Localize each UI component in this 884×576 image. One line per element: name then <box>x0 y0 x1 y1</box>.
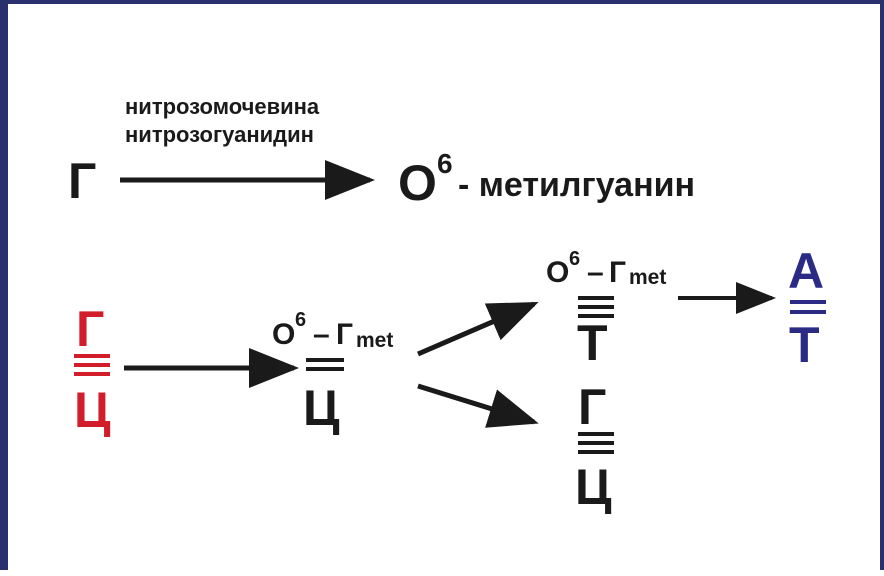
normal-bond-3 <box>578 450 614 454</box>
methylated-bond-1 <box>306 358 344 362</box>
mispaired-bond-1 <box>578 296 614 300</box>
methylated-bond-2 <box>306 367 344 371</box>
reactant-guanine: Г <box>68 153 97 209</box>
product-o: O <box>398 155 437 211</box>
methylated-sup: 6 <box>295 309 307 331</box>
reagent-label-2: нитрозогуанидин <box>125 122 314 147</box>
arrow-to-mispaired <box>417 301 539 357</box>
normal-bond-1 <box>578 432 614 436</box>
reagent-label-1: нитрозомочевина <box>125 94 320 119</box>
mispaired-o: O <box>546 256 570 289</box>
mispaired-dash: – <box>587 256 604 289</box>
mutant-top: А <box>788 243 825 299</box>
mispaired-g: Г <box>609 256 627 289</box>
pair-initial-bond-2 <box>74 363 110 367</box>
mispaired-sup: 6 <box>569 248 581 270</box>
methylated-o: O <box>272 318 296 351</box>
product-superscript-6: 6 <box>437 148 453 179</box>
normal-top: Г <box>578 379 607 435</box>
pair-initial-top: Г <box>76 301 105 357</box>
arrow-to-normal <box>417 383 539 428</box>
mispaired-bond-3 <box>578 314 614 318</box>
product-name: - метилгуанин <box>458 166 696 204</box>
normal-bottom: Ц <box>575 459 612 515</box>
mispaired-bond-2 <box>578 305 614 309</box>
pair-initial-bottom: Ц <box>74 382 111 438</box>
mutant-bottom: Т <box>789 317 820 373</box>
pair-initial-bond-3 <box>74 372 110 376</box>
mutant-bond-2 <box>790 310 826 314</box>
mutant-bond-1 <box>790 300 826 304</box>
mispaired-sub: met <box>629 266 667 289</box>
methylated-dash: – <box>313 318 330 351</box>
pair-initial-bond-1 <box>74 354 110 358</box>
methylated-g: Г <box>336 318 354 351</box>
mispaired-bottom: Т <box>577 315 608 371</box>
methylated-bottom: Ц <box>303 380 340 436</box>
normal-bond-2 <box>578 441 614 445</box>
methylated-sub: met <box>356 329 394 352</box>
